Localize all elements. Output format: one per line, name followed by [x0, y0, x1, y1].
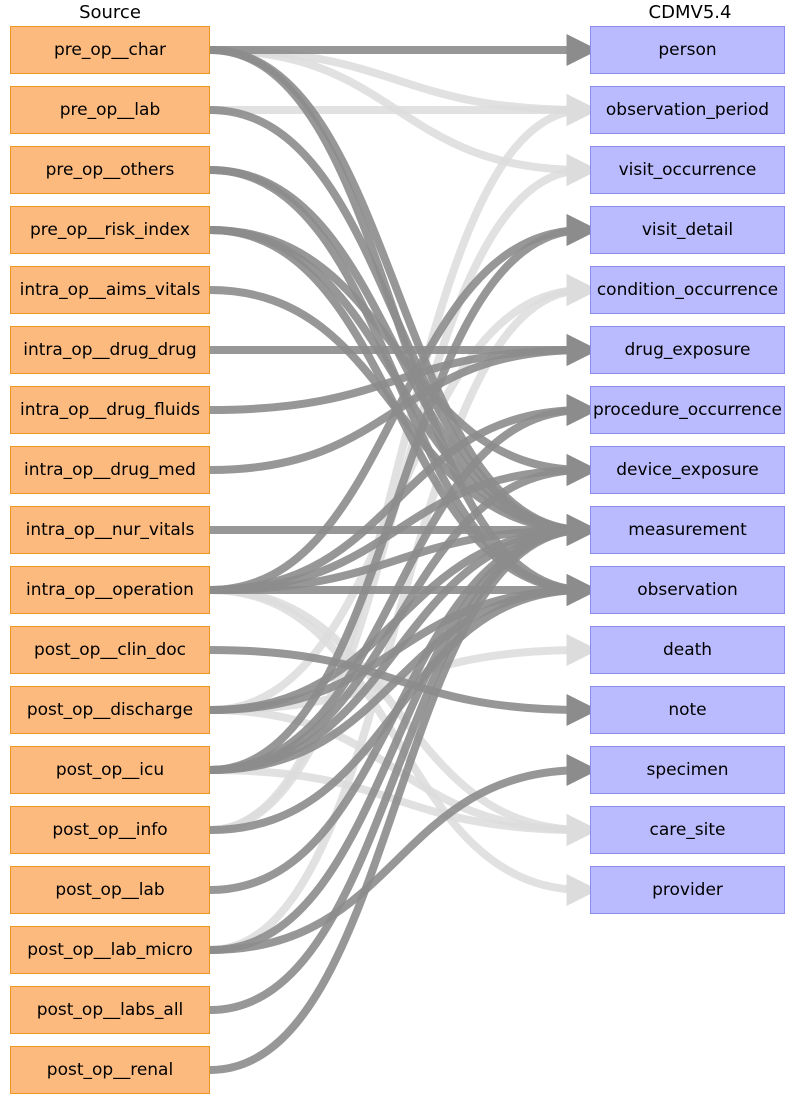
target-table-specimen[interactable]: specimen: [590, 746, 785, 794]
source-table-post-op-icu[interactable]: post_op__icu: [10, 746, 210, 794]
target-table-observation-period[interactable]: observation_period: [590, 86, 785, 134]
target-table-drug-exposure[interactable]: drug_exposure: [590, 326, 785, 374]
target-table-visit-detail[interactable]: visit_detail: [590, 206, 785, 254]
source-table-post-op-lab-micro[interactable]: post_op__lab_micro: [10, 926, 210, 974]
source-table-intra-op-drug-drug[interactable]: intra_op__drug_drug: [10, 326, 210, 374]
target-table-condition-occurrence[interactable]: condition_occurrence: [590, 266, 785, 314]
target-table-note[interactable]: note: [590, 686, 785, 734]
target-table-measurement[interactable]: measurement: [590, 506, 785, 554]
source-table-intra-op-drug-med[interactable]: intra_op__drug_med: [10, 446, 210, 494]
source-table-intra-op-nur-vitals[interactable]: intra_op__nur_vitals: [10, 506, 210, 554]
mapping-edge-intra-op-drug-fluids-to-drug-exposure: [209, 334, 599, 414]
source-table-post-op-info[interactable]: post_op__info: [10, 806, 210, 854]
target-table-procedure-occurrence[interactable]: procedure_occurrence: [590, 386, 785, 434]
source-table-pre-op-char[interactable]: pre_op__char: [10, 26, 210, 74]
source-table-pre-op-others[interactable]: pre_op__others: [10, 146, 210, 194]
mapping-edge-post-op-renal-to-measurement: [209, 514, 599, 1074]
source-table-intra-op-operation[interactable]: intra_op__operation: [10, 566, 210, 614]
source-table-pre-op-risk-index[interactable]: pre_op__risk_index: [10, 206, 210, 254]
source-column-title: Source: [79, 2, 141, 23]
mapping-edges-primary: [209, 34, 599, 1074]
source-table-intra-op-aims-vitals[interactable]: intra_op__aims_vitals: [10, 266, 210, 314]
mapping-edge-intra-op-operation-to-visit-detail: [209, 214, 599, 594]
source-table-pre-op-lab[interactable]: pre_op__lab: [10, 86, 210, 134]
source-table-intra-op-drug-fluids[interactable]: intra_op__drug_fluids: [10, 386, 210, 434]
target-table-observation[interactable]: observation: [590, 566, 785, 614]
target-table-device-exposure[interactable]: device_exposure: [590, 446, 785, 494]
target-table-care-site[interactable]: care_site: [590, 806, 785, 854]
target-table-person[interactable]: person: [590, 26, 785, 74]
mapping-edge-post-op-icu-to-visit-detail: [209, 214, 599, 774]
target-table-provider[interactable]: provider: [590, 866, 785, 914]
source-table-post-op-clin-doc[interactable]: post_op__clin_doc: [10, 626, 210, 674]
source-table-post-op-labs-all[interactable]: post_op__labs_all: [10, 986, 210, 1034]
mapping-edge-post-op-lab-micro-to-specimen: [209, 754, 599, 954]
mapping-edge-post-op-info-to-observation-period: [209, 94, 599, 834]
target-table-visit-occurrence[interactable]: visit_occurrence: [590, 146, 785, 194]
source-table-post-op-discharge[interactable]: post_op__discharge: [10, 686, 210, 734]
source-table-post-op-lab[interactable]: post_op__lab: [10, 866, 210, 914]
target-table-death[interactable]: death: [590, 626, 785, 674]
mapping-edge-pre-op-char-to-observation-period: [209, 46, 599, 126]
source-table-post-op-renal[interactable]: post_op__renal: [10, 1046, 210, 1094]
target-column-title: CDMV5.4: [648, 2, 732, 23]
